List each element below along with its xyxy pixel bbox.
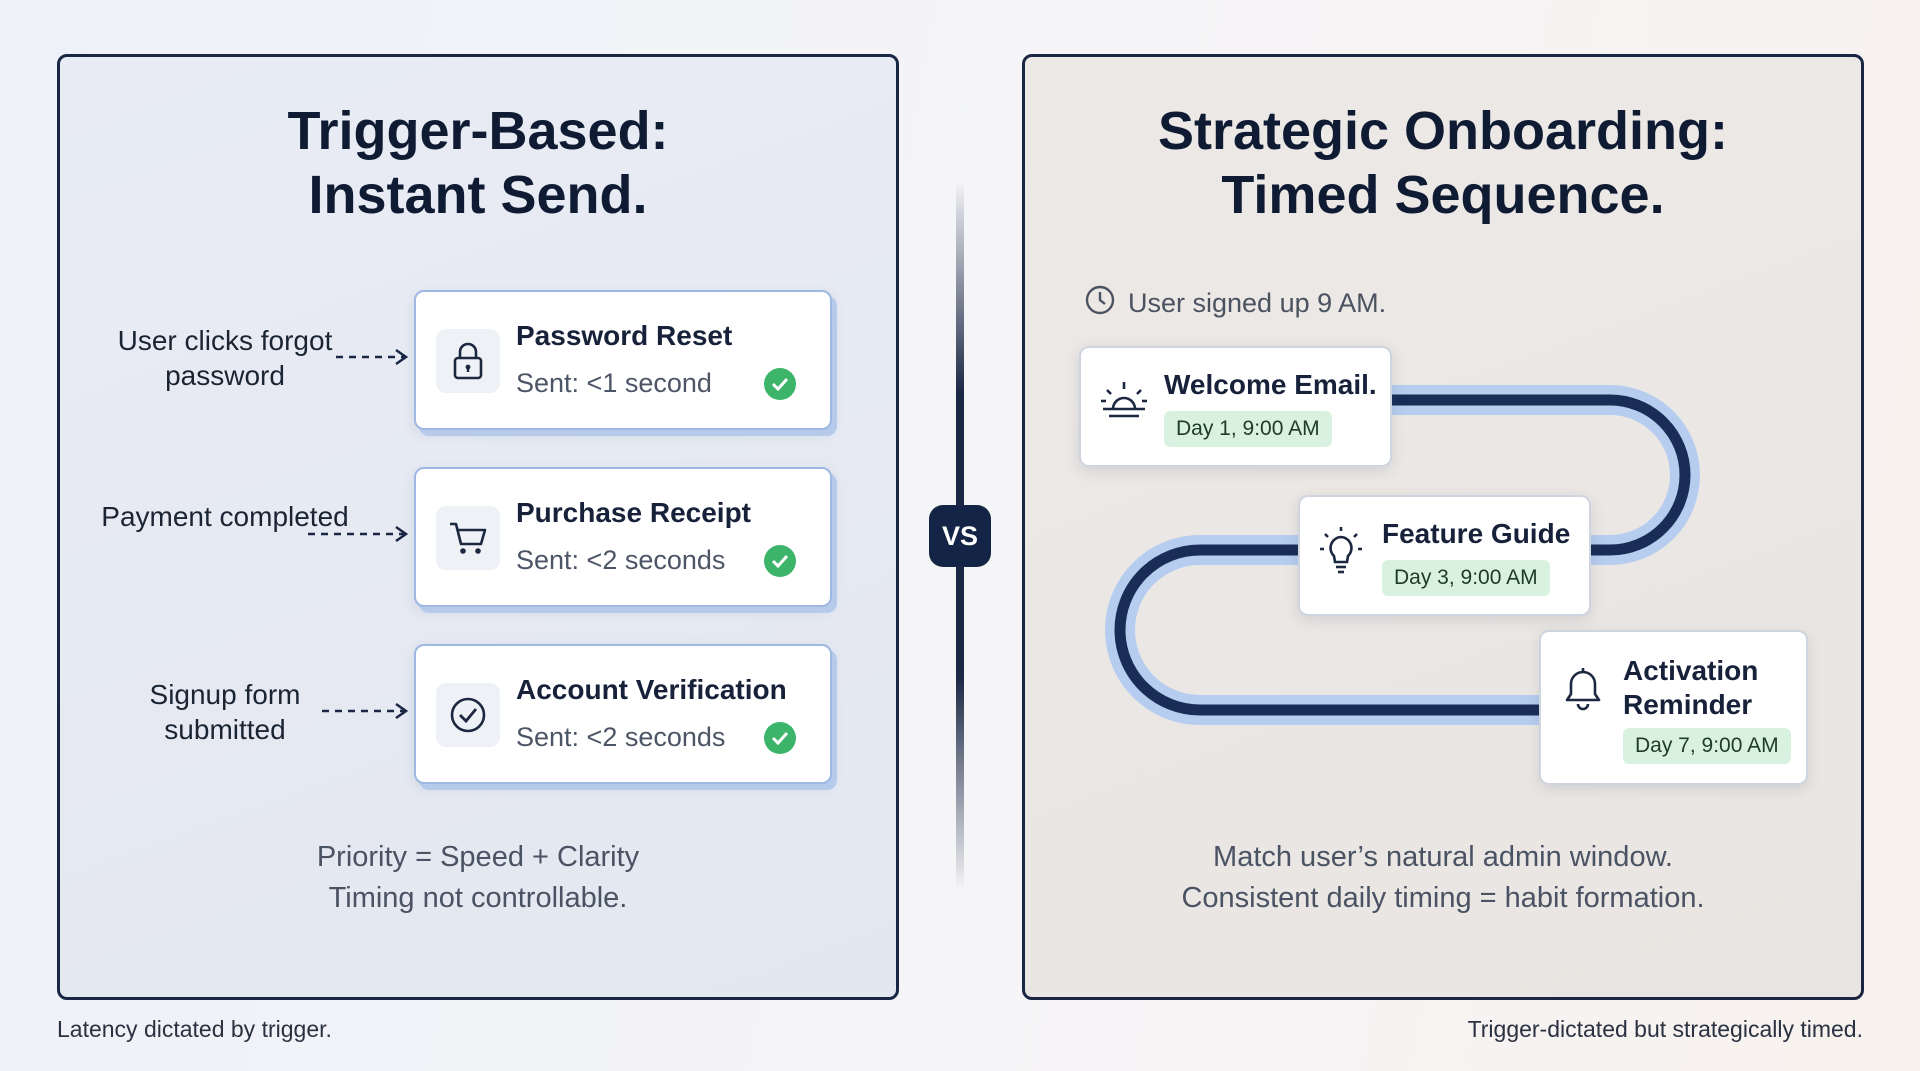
dashed-arrow xyxy=(308,525,409,543)
signup-note-text: User signed up 9 AM. xyxy=(1128,288,1387,318)
signup-time-note: User signed up 9 AM. xyxy=(1084,284,1386,323)
cart-icon xyxy=(436,506,500,570)
check-icon xyxy=(764,722,796,754)
email-card-password-reset: Password Reset Sent: <1 second xyxy=(414,290,832,430)
step-title: Activation Reminder xyxy=(1623,655,1759,720)
step-title: Feature Guide xyxy=(1382,518,1571,549)
email-card-account-verification: Account Verification Sent: <2 seconds xyxy=(414,644,832,784)
vs-badge: VS xyxy=(929,505,991,567)
left-footnote-line-2: Timing not controllable. xyxy=(328,882,628,914)
schedule-pill: Day 7, 9:00 AM xyxy=(1623,728,1791,764)
card-title: Purchase Receipt xyxy=(516,497,751,528)
bottom-left-note: Latency dictated by trigger. xyxy=(57,1016,332,1042)
right-footnote: Match user’s natural admin window. Consi… xyxy=(1025,837,1861,919)
right-footnote-line-1: Match user’s natural admin window. xyxy=(1213,841,1673,873)
left-footnote: Priority = Speed + Clarity Timing not co… xyxy=(60,837,896,919)
left-panel-title: Trigger-Based: Instant Send. xyxy=(287,101,669,225)
card-title: Password Reset xyxy=(516,320,733,351)
card-title: Account Verification xyxy=(516,674,787,705)
sequence-step-activation-reminder: Activation Reminder Day 7, 9:00 AM xyxy=(1539,630,1808,785)
email-card-purchase-receipt: Purchase Receipt Sent: <2 seconds xyxy=(414,467,832,607)
sequence-step-feature-guide: Feature Guide Day 3, 9:00 AM xyxy=(1298,495,1591,616)
sequence-step-welcome-email: Welcome Email. Day 1, 9:00 AM xyxy=(1079,346,1392,467)
check-icon xyxy=(764,545,796,577)
trigger-label-payment-completed: Payment completed xyxy=(101,501,349,532)
lightbulb-icon xyxy=(1318,525,1364,580)
right-footnote-line-2: Consistent daily timing = habit formatio… xyxy=(1181,882,1705,914)
schedule-pill: Day 3, 9:00 AM xyxy=(1382,560,1550,596)
schedule-pill: Day 1, 9:00 AM xyxy=(1164,411,1332,447)
bottom-right-note: Trigger-dictated but strategically timed… xyxy=(1467,1016,1863,1042)
clock-icon xyxy=(1084,284,1116,323)
step-title: Welcome Email. xyxy=(1164,369,1377,400)
sunrise-icon xyxy=(1099,378,1149,429)
right-panel-title: Strategic Onboarding: Timed Sequence. xyxy=(1157,101,1729,225)
check-icon xyxy=(764,368,796,400)
bell-icon xyxy=(1561,666,1605,719)
lock-icon xyxy=(436,329,500,393)
sent-latency: Sent: <1 second xyxy=(516,368,712,398)
sent-latency: Sent: <2 seconds xyxy=(516,722,726,752)
left-footnote-line-1: Priority = Speed + Clarity xyxy=(316,841,640,873)
dashed-arrow xyxy=(336,348,409,366)
trigger-label-signup-submitted: Signup form submitted xyxy=(149,679,301,745)
dashed-arrow xyxy=(322,702,409,720)
sent-latency: Sent: <2 seconds xyxy=(516,545,726,575)
check-circle-icon xyxy=(436,683,500,747)
trigger-label-forgot-password: User clicks forgot password xyxy=(117,325,333,391)
